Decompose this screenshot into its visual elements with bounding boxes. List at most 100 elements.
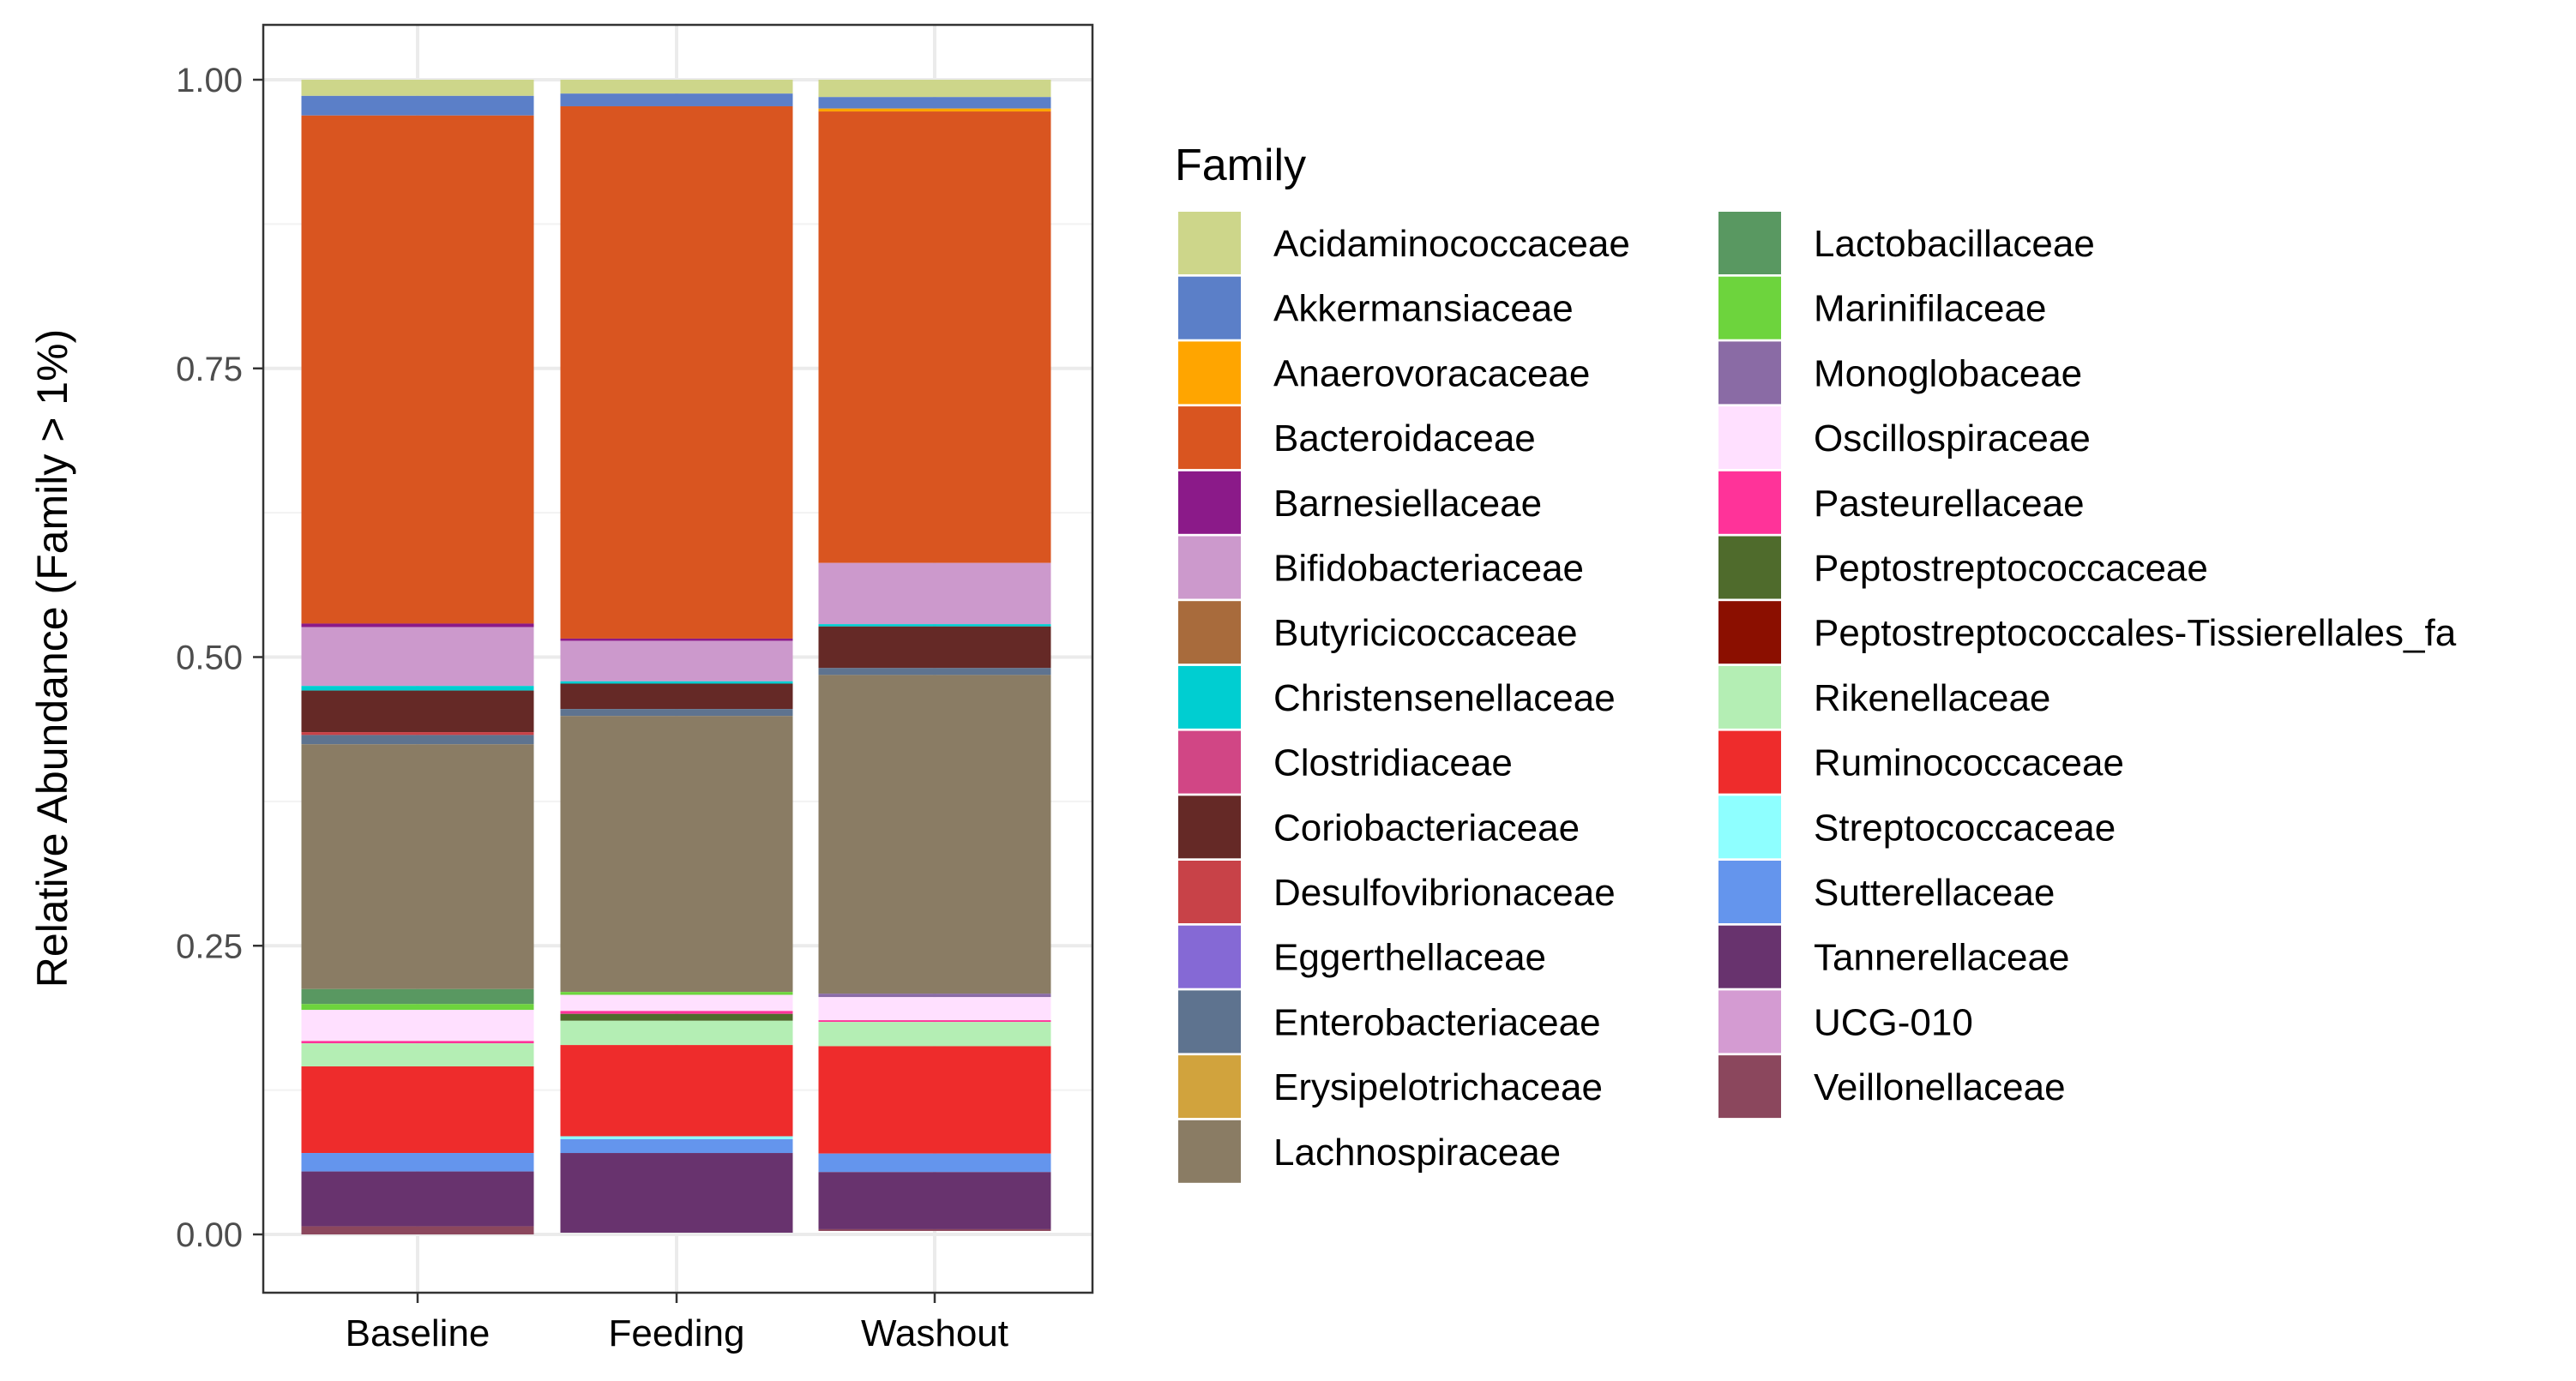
legend-label: Streptococcaceae — [1814, 807, 2116, 849]
bar-segment-tannerellaceae — [818, 1172, 1051, 1229]
bar-segment-christensenellaceae — [301, 686, 534, 691]
y-tick-label: 1.00 — [176, 62, 243, 99]
legend-key — [1178, 730, 1241, 794]
legend-label: Desulfovibrionaceae — [1273, 872, 1616, 914]
legend-key — [1178, 665, 1241, 729]
legend-label: Akkermansiaceae — [1273, 288, 1574, 330]
legend-label: Oscillospiraceae — [1814, 417, 2091, 459]
legend-key — [1718, 990, 1781, 1054]
legend-key — [1718, 341, 1781, 405]
legend-label: Barnesiellaceae — [1273, 483, 1542, 525]
legend-key — [1718, 406, 1781, 470]
legend-label: Anaerovoracaceae — [1273, 352, 1590, 394]
legend-label: Erysipelotrichaceae — [1273, 1066, 1603, 1108]
x-tick-label: Baseline — [346, 1312, 491, 1354]
bar-segment-rikenellaceae — [818, 1022, 1051, 1047]
legend-item: Tannerellaceae — [1718, 925, 2069, 988]
bar-segment-coriobacteriaceae — [560, 683, 793, 710]
legend-key — [1718, 471, 1781, 534]
bar-segment-barnesiellaceae — [560, 638, 793, 641]
legend-key — [1178, 212, 1241, 274]
legend-key — [1718, 212, 1781, 274]
x-axis: Baseline Feeding Washout — [346, 1293, 1008, 1354]
legend-label: Veillonellaceae — [1814, 1066, 2066, 1108]
bar-segment-acidaminococcaceae — [301, 80, 534, 96]
legend-key — [1718, 276, 1781, 339]
legend-label: Butyricicoccaceae — [1273, 612, 1578, 654]
legend-key — [1178, 536, 1241, 599]
legend-key — [1718, 1055, 1781, 1119]
legend-key — [1718, 796, 1781, 859]
legend-label: Lactobacillaceae — [1814, 223, 2095, 265]
bar-segment-bacteroidaceae — [301, 115, 534, 624]
bar-segment-pasteurellaceae — [560, 1011, 793, 1014]
bar-segment-bifidobacteriaceae — [818, 562, 1051, 625]
legend-label: Enterobacteriaceae — [1273, 1001, 1601, 1043]
legend-item: Acidaminococcaceae — [1178, 212, 1630, 274]
legend-key — [1178, 925, 1241, 988]
panel-border — [262, 23, 1094, 1294]
legend-label: Lachnospiraceae — [1273, 1132, 1561, 1174]
legend-item: Coriobacteriaceae — [1178, 796, 1580, 859]
x-tick-label: Washout — [861, 1312, 1008, 1354]
bar-segment-streptococcaceae — [560, 1136, 793, 1139]
y-axis: 0.000.250.500.751.00 — [176, 62, 263, 1254]
bar-segment-oscillospiraceae — [560, 994, 793, 1012]
legend-label: Ruminococcaceae — [1814, 742, 2124, 784]
y-tick-label: 0.50 — [176, 639, 243, 677]
legend-key — [1178, 1120, 1241, 1183]
bar-segment-lachnospiraceae — [301, 744, 534, 989]
bar-segment-coriobacteriaceae — [301, 690, 534, 733]
bar-segment-bifidobacteriaceae — [560, 640, 793, 681]
y-tick-label: 0.25 — [176, 928, 243, 965]
y-axis-title: Relative Abundance (Family > 1%) — [28, 329, 76, 988]
legend-item: Clostridiaceae — [1178, 730, 1513, 794]
y-tick-label: 0.75 — [176, 351, 243, 388]
bar-segment-akkermansiaceae — [818, 97, 1051, 109]
bar-segment-enterobacteriaceae — [560, 709, 793, 717]
legend-item: Peptostreptococcaceae — [1718, 536, 2208, 599]
legend-key — [1178, 1055, 1241, 1119]
bar-segment-lachnospiraceae — [560, 716, 793, 993]
legend-item: Marinifilaceae — [1718, 276, 2046, 339]
legend-item: Akkermansiaceae — [1178, 276, 1574, 339]
bar-segment-rikenellaceae — [301, 1043, 534, 1067]
legend-key — [1178, 796, 1241, 859]
legend-label: Peptostreptococcaceae — [1814, 548, 2208, 590]
bar-segment-christensenellaceae — [818, 624, 1051, 627]
legend-key — [1718, 601, 1781, 664]
bar-segment-pasteurellaceae — [818, 1020, 1051, 1023]
legend-key — [1718, 925, 1781, 988]
legend-label: Monoglobaceae — [1814, 352, 2082, 394]
legend-item: Oscillospiraceae — [1718, 406, 2091, 470]
legend-item: Barnesiellaceae — [1178, 471, 1542, 534]
bar-segment-anaerovoracaceae — [818, 108, 1051, 112]
legend-key — [1178, 406, 1241, 470]
legend-item: UCG-010 — [1718, 990, 1973, 1054]
bars — [301, 80, 1051, 1234]
bar-segment-sutterellaceae — [301, 1153, 534, 1172]
bar-segment-christensenellaceae — [560, 681, 793, 684]
legend-item: Monoglobaceae — [1718, 341, 2082, 405]
bar-segment-monoglobaceae — [818, 994, 1051, 998]
legend-label: Marinifilaceae — [1814, 288, 2046, 330]
legend-key — [1718, 861, 1781, 923]
legend-label: Sutterellaceae — [1814, 872, 2055, 914]
bar-segment-bifidobacteriaceae — [301, 627, 534, 687]
bar-segment-peptostreptococcaceae — [560, 1013, 793, 1021]
bar-segment-coriobacteriaceae — [818, 626, 1051, 669]
bar-segment-lachnospiraceae — [818, 675, 1051, 994]
legend-item: Anaerovoracaceae — [1178, 341, 1590, 405]
bar-segment-desulfovibrionaceae — [301, 732, 534, 736]
bar-segment-akkermansiaceae — [560, 93, 793, 106]
x-tick-label: Feeding — [608, 1312, 744, 1354]
bar-segment-akkermansiaceae — [301, 95, 534, 116]
legend-item: Sutterellaceae — [1718, 861, 2055, 923]
legend-label: Rikenellaceae — [1814, 677, 2050, 719]
legend-label: Peptostreptococcales-Tissierellales_fa — [1814, 612, 2457, 654]
legend-label: Eggerthellaceae — [1273, 937, 1546, 979]
legend-item: Christensenellaceae — [1178, 665, 1616, 729]
bar-segment-ruminococcaceae — [301, 1066, 534, 1154]
bar-segment-bacteroidaceae — [560, 105, 793, 639]
